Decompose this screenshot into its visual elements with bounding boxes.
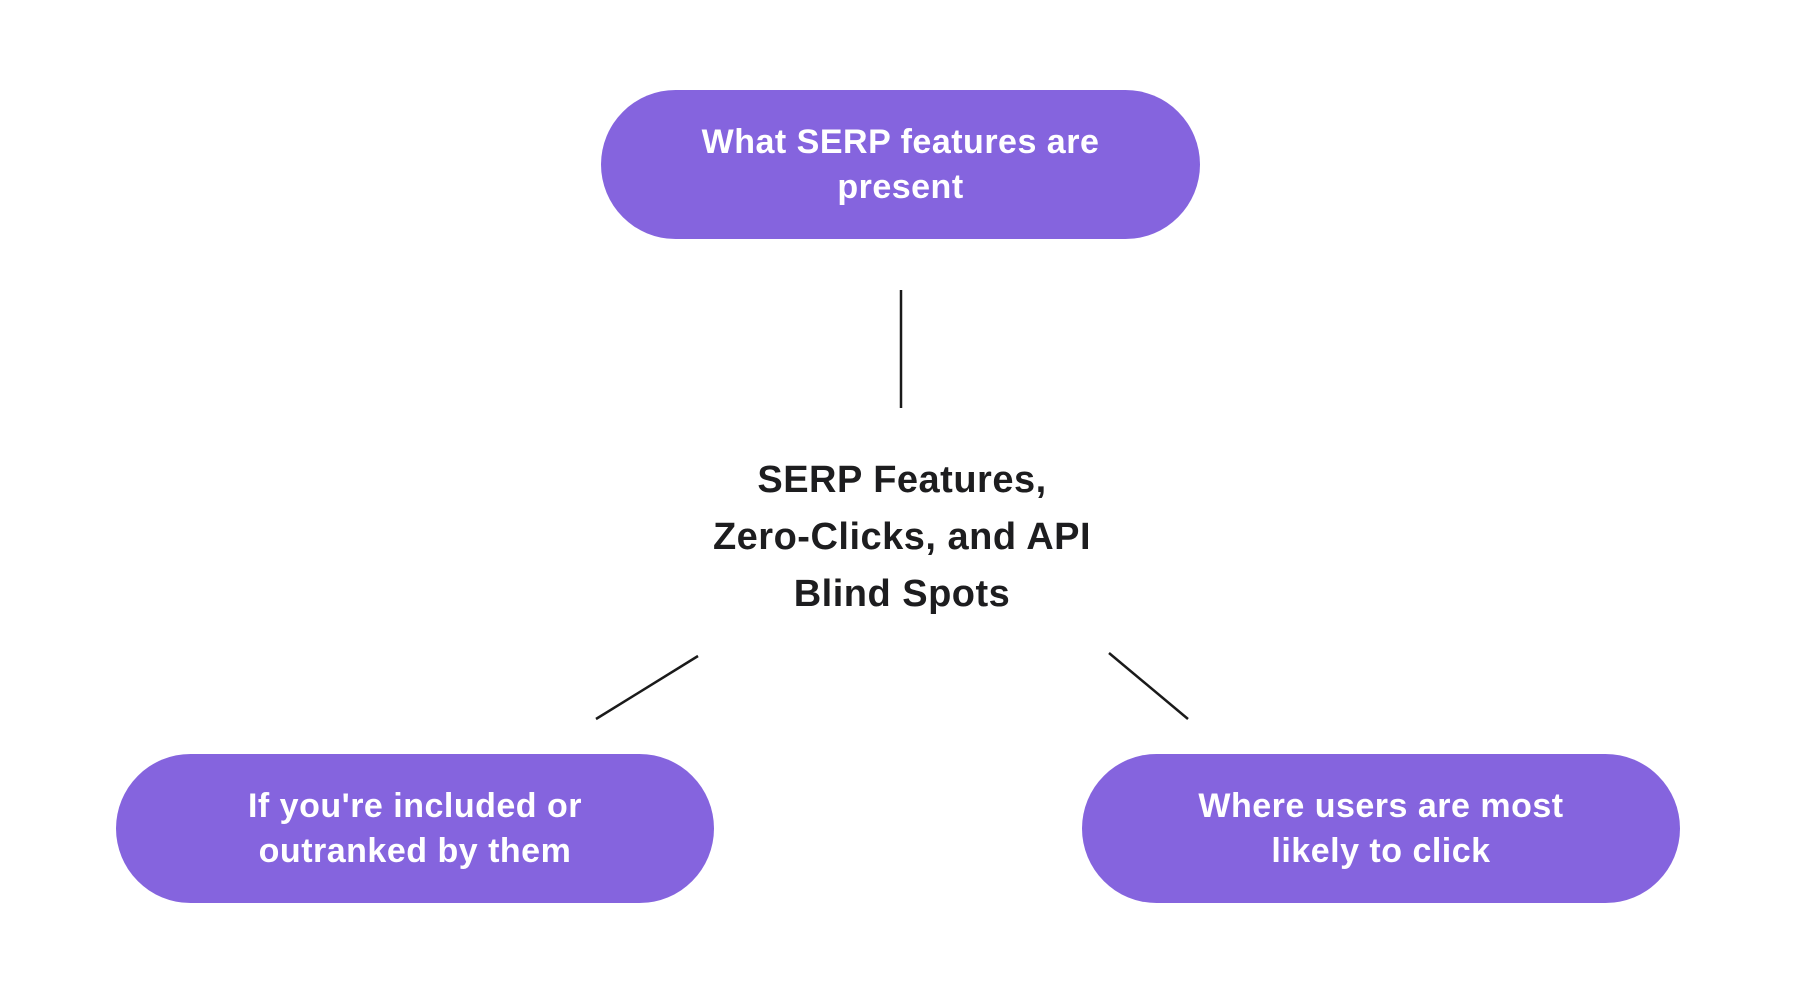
connector-bottom-left-diagonal <box>595 654 699 721</box>
node-included-or-outranked-label: If you're included or outranked by them <box>247 786 583 870</box>
diagram-central-title: SERP Features, Zero-Clicks, and API Blin… <box>712 459 1092 615</box>
node-serp-features-present-label: What SERP features are present <box>701 122 1100 206</box>
node-included-or-outranked: If you're included or outranked by them <box>116 754 714 903</box>
connector-bottom-right-diagonal <box>1108 652 1189 720</box>
node-serp-features-present: What SERP features are present <box>601 90 1200 239</box>
node-users-likely-to-click: Where users are most likely to click <box>1082 754 1680 903</box>
node-users-likely-to-click-label: Where users are most likely to click <box>1198 786 1564 870</box>
